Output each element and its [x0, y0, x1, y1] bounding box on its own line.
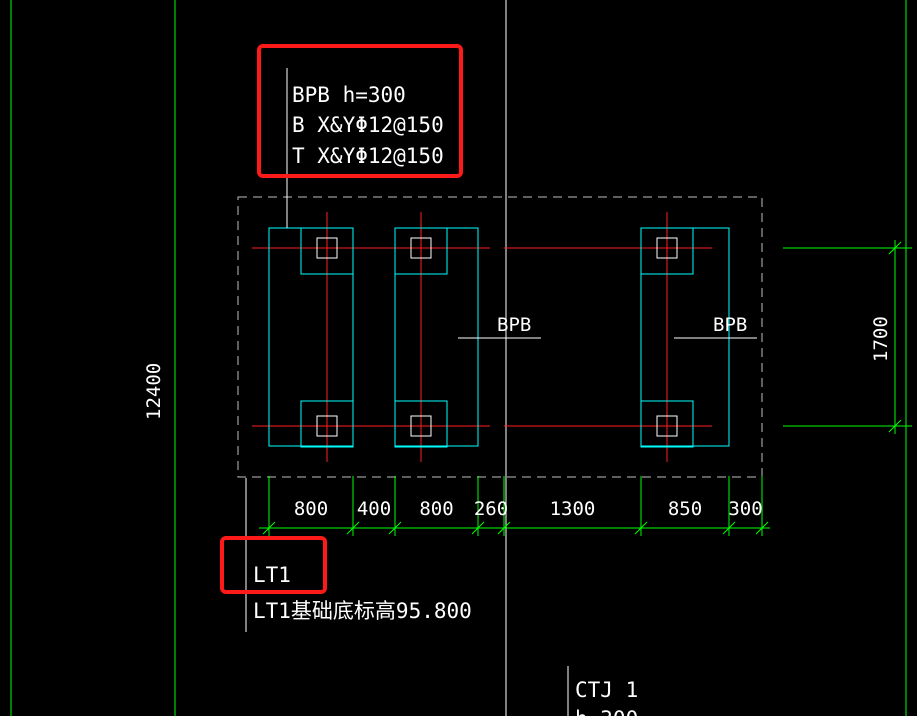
- lt1-label: LT1: [253, 563, 291, 587]
- pile-3-bottom[interactable]: [656, 415, 678, 437]
- lt1-highlight-box: [220, 536, 327, 594]
- ctj-sublabel: h=300: [575, 707, 638, 716]
- bottom-dimension-label: 1300: [550, 498, 596, 520]
- pile-3-top[interactable]: [656, 237, 678, 259]
- pile-cap-1-bottom[interactable]: [300, 400, 354, 448]
- pile-2-top[interactable]: [410, 237, 432, 259]
- pile-1-top[interactable]: [316, 237, 338, 259]
- pile-2-bottom[interactable]: [410, 415, 432, 437]
- pile-center-lines: [252, 212, 712, 462]
- bottom-dimension-labels: 800 400 800 260 1300 850 300: [294, 498, 763, 520]
- bottom-dimension-label: 800: [294, 498, 328, 520]
- annotation-line-3: T X&YΦ12@150: [292, 144, 444, 168]
- bottom-dimension-label: 800: [419, 498, 453, 520]
- bottom-dimension-label: 300: [728, 498, 762, 520]
- pile-cap-2-top[interactable]: [394, 227, 448, 275]
- bottom-dimension-label: 850: [668, 498, 702, 520]
- pile-cap-1-top[interactable]: [300, 227, 354, 275]
- strip-footing-2[interactable]: [394, 227, 479, 447]
- annotation-line-2: B X&YΦ12@150: [292, 113, 444, 137]
- bottom-dimension-lines: [259, 476, 770, 536]
- right-dimension-lines: [783, 240, 912, 434]
- bottom-dimension-label: 400: [357, 498, 391, 520]
- foundation-dashed-outline[interactable]: [237, 196, 763, 478]
- pile-cap-3-top[interactable]: [640, 227, 694, 275]
- lt1-note: LT1基础底标高95.800: [253, 599, 472, 623]
- left-dimension-label: 12400: [143, 363, 165, 420]
- annotation-line-1: BPB h=300: [292, 83, 406, 107]
- annotation-highlight-box: [257, 44, 463, 178]
- bpb-label-right: BPB: [713, 314, 747, 336]
- bpb-label-left: BPB: [497, 314, 531, 336]
- pile-cap-3-bottom[interactable]: [640, 400, 694, 448]
- strip-footing-3[interactable]: [640, 227, 730, 447]
- bottom-dimension-label: 260: [474, 498, 508, 520]
- ctj-label: CTJ 1: [575, 678, 638, 702]
- strip-footing-1[interactable]: [268, 227, 354, 447]
- right-dimension-label: 1700: [870, 316, 892, 362]
- pile-1-bottom[interactable]: [316, 415, 338, 437]
- pile-cap-2-bottom[interactable]: [394, 400, 448, 448]
